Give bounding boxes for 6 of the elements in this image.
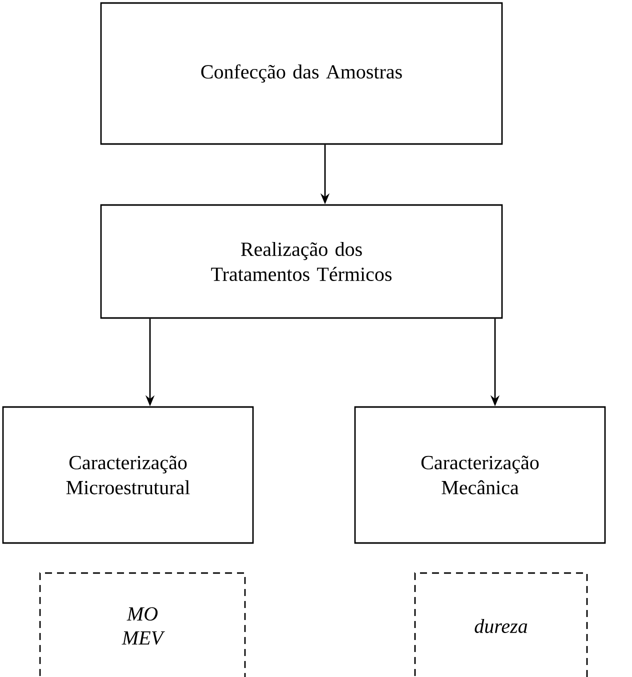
- note-box: MO MEV: [39, 572, 246, 677]
- process-box: Caracterização Mecânica: [354, 406, 606, 544]
- process-box: Caracterização Microestrutural: [2, 406, 254, 544]
- process-box: Realização dos Tratamentos Térmicos: [100, 204, 503, 319]
- note-box: dureza: [414, 572, 588, 677]
- process-box: Confecção das Amostras: [100, 2, 503, 145]
